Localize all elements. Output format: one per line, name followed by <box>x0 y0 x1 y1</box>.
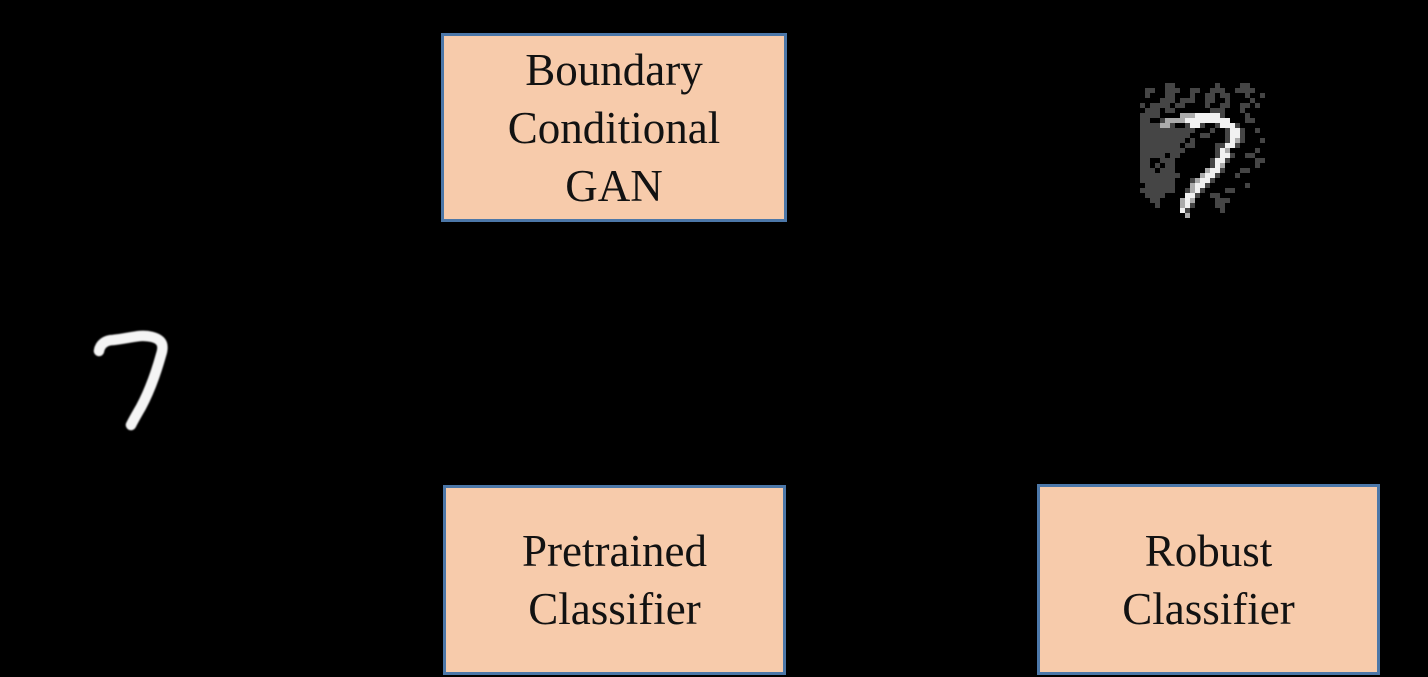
clean-digit-7-image <box>93 326 197 432</box>
robust-classifier-box: Robust Classifier <box>1037 484 1380 675</box>
pretrained-classifier-box: Pretrained Classifier <box>443 485 786 675</box>
box-label-line: Pretrained <box>522 526 707 576</box>
box-label-line: Conditional <box>507 102 721 153</box>
box-label-line: Boundary <box>525 44 703 95</box>
box-label-line: Classifier <box>1122 583 1295 634</box>
boundary-conditional-gan-box: Boundary Conditional GAN <box>441 33 787 222</box>
box-label-line: Classifier <box>528 584 701 634</box>
box-label-line: Robust <box>1144 525 1273 576</box>
clean-digit-7-stroke <box>93 330 168 431</box>
box-label-line: GAN <box>565 160 663 211</box>
noisy-digit-7-image <box>1135 83 1275 223</box>
noisy-digit-7-pixels <box>1140 83 1265 218</box>
